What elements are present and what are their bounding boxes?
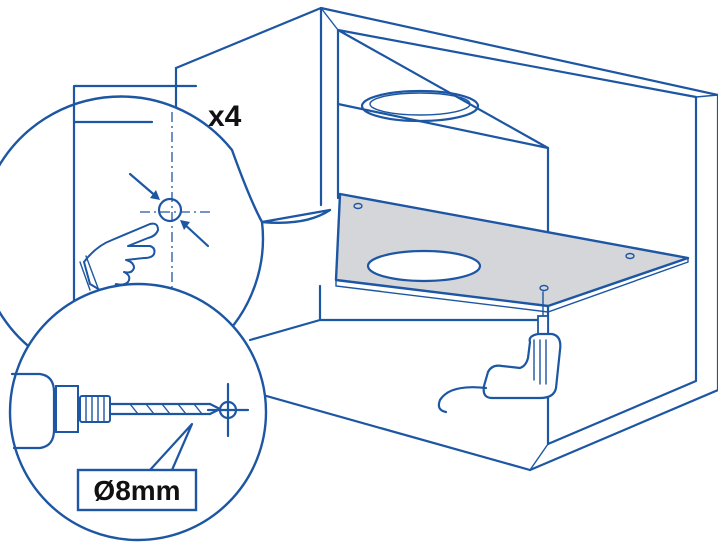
template-plate — [334, 192, 690, 308]
crosshair-lines — [206, 382, 250, 438]
upper-round-cutout-inner — [369, 92, 471, 116]
arrow-bottom-right-head — [180, 220, 190, 230]
drill-cord — [437, 386, 488, 414]
drilling-detail-magnifier: Ø8mm — [8, 282, 268, 542]
template-plate-edge — [335, 257, 689, 313]
magnifier-board-edge — [72, 84, 198, 314]
upper-round-cutout — [360, 89, 480, 123]
chuck-ridges — [85, 395, 105, 423]
drill-chuck — [79, 395, 111, 423]
cabinet-bottom-edge — [243, 388, 532, 472]
hand-cuff — [79, 255, 99, 291]
quantity-label: x4 — [208, 100, 242, 133]
drill-collar — [55, 385, 79, 433]
drilling-template — [334, 192, 690, 313]
size-callout-pointer — [148, 422, 194, 472]
cabinet-inner-frame-2 — [320, 7, 718, 471]
size-callout-box — [76, 468, 198, 512]
magnifier-bottom-circle — [8, 282, 268, 542]
drill-icon — [437, 291, 562, 414]
template-hole-3 — [539, 284, 549, 292]
arrow-top-left-head — [150, 190, 160, 200]
drill-grip-lines — [533, 339, 547, 385]
drill-bit-flutes — [129, 403, 203, 415]
drill-size-label: Ø8mm — [93, 475, 180, 506]
template-hole-1 — [353, 202, 363, 210]
drill-housing-detail — [10, 372, 56, 450]
drill-body — [482, 332, 562, 400]
template-round-cutout — [366, 249, 482, 283]
cabinet-right-edge — [528, 93, 718, 472]
template-hole-2 — [625, 252, 635, 260]
cabinet — [174, 6, 718, 472]
upper-shelf — [336, 102, 550, 150]
marked-hole — [157, 197, 183, 223]
lower-compartment — [248, 284, 542, 342]
crosshair-icon — [206, 382, 250, 438]
